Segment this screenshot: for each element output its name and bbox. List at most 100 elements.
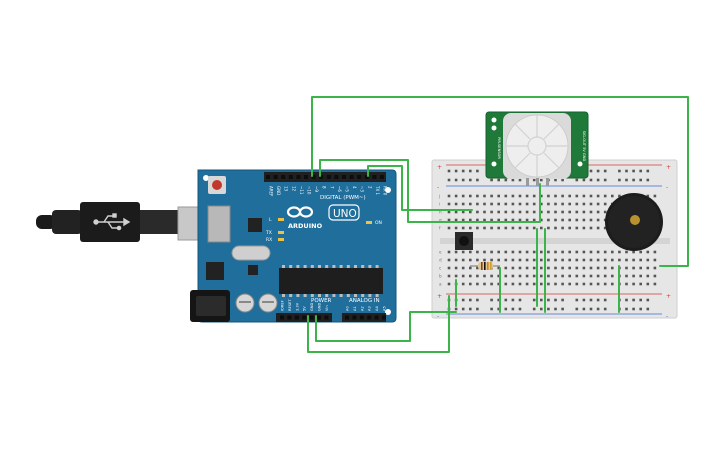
terminal-hole[interactable] (589, 210, 593, 214)
terminal-hole[interactable] (561, 250, 564, 254)
terminal-hole[interactable] (447, 250, 451, 254)
terminal-hole[interactable] (540, 258, 543, 262)
terminal-hole[interactable] (582, 210, 586, 214)
terminal-hole[interactable] (582, 194, 586, 198)
terminal-hole[interactable] (461, 266, 465, 270)
terminal-hole[interactable] (476, 266, 479, 270)
terminal-hole[interactable] (511, 210, 515, 214)
terminal-hole[interactable] (596, 194, 600, 198)
terminal-hole[interactable] (596, 266, 600, 270)
rail-hole[interactable] (596, 307, 600, 311)
terminal-hole[interactable] (518, 274, 522, 278)
terminal-hole[interactable] (589, 218, 593, 222)
terminal-hole[interactable] (497, 218, 500, 222)
terminal-hole[interactable] (469, 282, 472, 286)
usb-cable[interactable] (36, 202, 211, 242)
analog-pin-hole[interactable] (367, 315, 372, 320)
terminal-hole[interactable] (639, 258, 642, 262)
rail-hole[interactable] (589, 169, 593, 173)
terminal-hole[interactable] (511, 266, 515, 270)
terminal-hole[interactable] (497, 194, 500, 198)
rail-hole[interactable] (461, 307, 465, 311)
terminal-hole[interactable] (639, 282, 642, 286)
terminal-hole[interactable] (447, 218, 451, 222)
terminal-hole[interactable] (575, 210, 579, 214)
terminal-hole[interactable] (469, 194, 472, 198)
terminal-hole[interactable] (568, 194, 571, 198)
terminal-hole[interactable] (589, 202, 593, 206)
terminal-hole[interactable] (490, 250, 493, 254)
terminal-hole[interactable] (554, 194, 557, 198)
terminal-hole[interactable] (483, 194, 486, 198)
power-pin-hole[interactable] (302, 315, 307, 320)
terminal-hole[interactable] (653, 194, 657, 198)
rail-hole[interactable] (469, 298, 472, 302)
rail-hole[interactable] (469, 178, 472, 182)
terminal-hole[interactable] (547, 266, 550, 270)
terminal-hole[interactable] (497, 202, 500, 206)
terminal-hole[interactable] (611, 194, 614, 198)
terminal-hole[interactable] (603, 210, 607, 214)
terminal-hole[interactable] (646, 258, 650, 262)
digital-pin-hole[interactable] (349, 175, 354, 179)
terminal-hole[interactable] (476, 258, 479, 262)
digital-pin-hole[interactable] (357, 175, 362, 179)
terminal-hole[interactable] (532, 194, 536, 198)
rail-hole[interactable] (469, 307, 472, 311)
rail-hole[interactable] (454, 178, 458, 182)
digital-pin-hole[interactable] (342, 175, 346, 179)
terminal-hole[interactable] (632, 250, 635, 254)
terminal-hole[interactable] (504, 258, 508, 262)
rail-hole[interactable] (447, 169, 451, 173)
terminal-hole[interactable] (653, 250, 657, 254)
terminal-hole[interactable] (547, 274, 550, 278)
terminal-hole[interactable] (511, 282, 515, 286)
terminal-hole[interactable] (603, 282, 607, 286)
terminal-hole[interactable] (589, 274, 593, 278)
terminal-hole[interactable] (603, 274, 607, 278)
terminal-hole[interactable] (447, 258, 451, 262)
terminal-hole[interactable] (582, 250, 586, 254)
digital-pin-hole[interactable] (326, 175, 331, 179)
terminal-hole[interactable] (646, 282, 650, 286)
rail-hole[interactable] (490, 298, 493, 302)
terminal-hole[interactable] (625, 282, 628, 286)
terminal-hole[interactable] (568, 258, 571, 262)
rail-hole[interactable] (618, 169, 621, 173)
terminal-hole[interactable] (483, 282, 486, 286)
terminal-hole[interactable] (447, 226, 451, 230)
terminal-hole[interactable] (525, 210, 529, 214)
terminal-hole[interactable] (518, 194, 522, 198)
terminal-hole[interactable] (547, 194, 550, 198)
digital-pin-hole[interactable] (266, 175, 270, 179)
terminal-hole[interactable] (532, 250, 536, 254)
terminal-hole[interactable] (469, 210, 472, 214)
terminal-hole[interactable] (603, 202, 607, 206)
terminal-hole[interactable] (639, 266, 642, 270)
terminal-hole[interactable] (469, 258, 472, 262)
rail-hole[interactable] (497, 298, 500, 302)
terminal-hole[interactable] (497, 226, 500, 230)
terminal-hole[interactable] (561, 218, 564, 222)
terminal-hole[interactable] (497, 250, 500, 254)
digital-pin-hole[interactable] (281, 175, 286, 179)
terminal-hole[interactable] (596, 282, 600, 286)
rail-hole[interactable] (476, 169, 479, 173)
terminal-hole[interactable] (454, 274, 458, 278)
terminal-hole[interactable] (653, 282, 657, 286)
terminal-hole[interactable] (483, 226, 486, 230)
terminal-hole[interactable] (525, 258, 529, 262)
bottom-header-holes[interactable] (280, 315, 386, 320)
terminal-hole[interactable] (589, 258, 593, 262)
digital-pin-hole[interactable] (288, 175, 293, 179)
terminal-hole[interactable] (532, 226, 536, 230)
terminal-hole[interactable] (561, 194, 564, 198)
terminal-hole[interactable] (454, 250, 458, 254)
rail-hole[interactable] (476, 178, 479, 182)
terminal-hole[interactable] (575, 282, 579, 286)
terminal-hole[interactable] (625, 274, 628, 278)
terminal-hole[interactable] (532, 282, 536, 286)
terminal-hole[interactable] (504, 266, 508, 270)
terminal-hole[interactable] (568, 250, 571, 254)
terminal-hole[interactable] (632, 274, 635, 278)
